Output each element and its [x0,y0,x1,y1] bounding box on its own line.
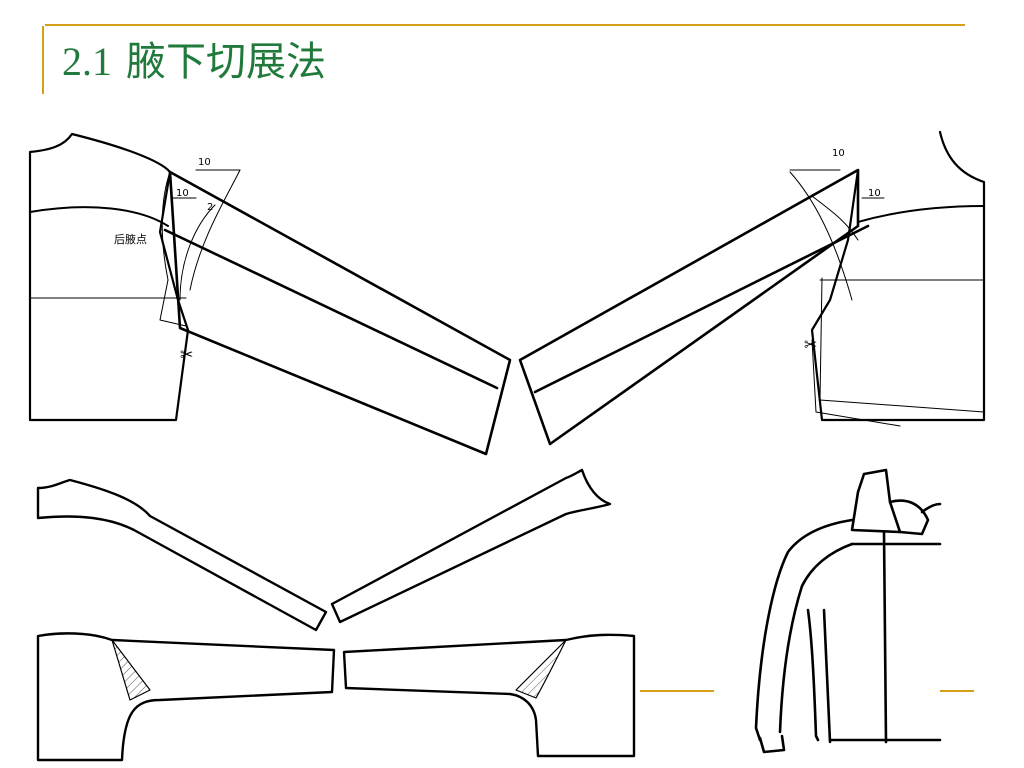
right-lower-bodice-outline [342,633,636,758]
section-title: 腋下切展法 [126,39,326,84]
back-bodice-armhole-guide-3 [189,169,241,291]
front-bodice-armhole-guide-2 [811,339,901,427]
right-underarm-gusset [515,639,567,699]
dim-label-mid-right: 10 [868,188,881,199]
title-rule-top [45,24,965,26]
left-sleeve-strip [36,478,328,632]
dim-label-top-right: 10 [832,148,845,159]
left-sleeve-outline [168,170,512,456]
garment-side-seam [822,608,832,744]
garment-collar-right [888,499,930,536]
right-sleeve-outline [518,168,860,446]
left-lower-bodice [36,632,336,762]
back-armpit-label: 后腋点 [114,232,147,246]
left-lower-bodice-outline [36,632,336,762]
front-bodice-armhole-guide [819,277,985,413]
right-sleeve-strip [330,468,612,624]
left-underarm-gusset [111,639,151,701]
scissors-icon-right: ✂ [804,335,817,354]
dim-label-small-left: 2 [207,202,213,213]
left-sleeve-center-line [163,228,499,390]
left-sleeve-strip-outline [36,478,328,632]
right-lower-bodice [342,633,636,758]
front-bodice-armhole-guide-3 [789,171,853,301]
back-bodice-outline [28,132,190,422]
garment-front-center [882,530,888,744]
garment-underarm [806,608,820,742]
accent-line-middle [640,690,714,692]
garment-shoulder [754,518,854,742]
accent-line-right [940,690,974,692]
dim-label-top-left: 10 [198,157,211,168]
page-title: 2.1 腋下切展法 [62,38,326,86]
garment-sleeve-inner [778,542,854,734]
garment-shoulder-right [920,502,942,514]
back-bodice-shoulder-curve [29,206,169,227]
back-bodice-armhole-guide-2 [179,204,216,301]
garment-sleeve-cuff [758,734,786,754]
title-rule-left [42,26,44,94]
right-sleeve-strip-outline [330,468,612,624]
front-bodice-armhole-guide-4 [811,195,859,241]
dim-label-mid-left: 10 [176,188,189,199]
left-sleeve-pattern [163,170,512,456]
back-bodice-pattern [28,132,241,422]
scissors-icon: ✂ [180,345,193,364]
back-bodice-armhole-guide [159,171,187,327]
front-bodice-pattern [789,130,986,427]
front-bodice-shoulder-curve [857,205,985,223]
garment-sketch [754,468,942,754]
section-number: 2.1 [62,39,112,84]
right-sleeve-center-line [533,224,870,394]
right-sleeve-pattern [518,168,870,446]
front-bodice-outline [810,130,986,422]
